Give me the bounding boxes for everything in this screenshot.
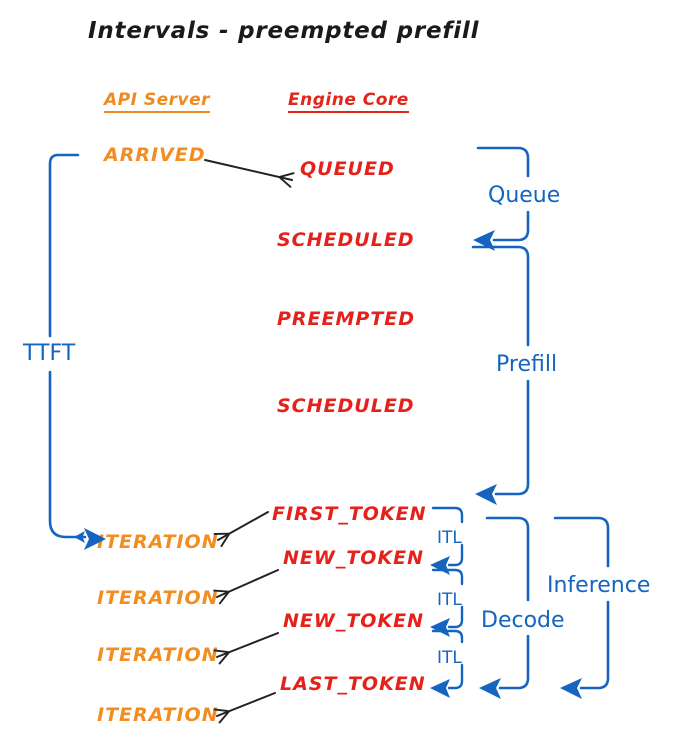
interval-label-decode: Decode	[481, 608, 565, 633]
event-iteration-4: ITERATION	[97, 704, 219, 726]
arrowhead-itl-1	[430, 556, 450, 575]
column-header-engine-core: Engine Core	[288, 92, 409, 113]
interval-label-itl-2: ITL	[437, 590, 462, 610]
event-iteration-1: ITERATION	[97, 531, 219, 553]
interval-label-itl-3: ITL	[437, 648, 462, 668]
arrow-last-token-to-iteration-3	[217, 692, 276, 716]
arrow-arrived-to-queued	[204, 159, 292, 180]
arrowhead-itl-2	[430, 618, 450, 637]
event-scheduled-2: SCHEDULED	[277, 395, 415, 417]
interval-label-ttft: TTFT	[23, 341, 76, 366]
interval-label-itl-1: ITL	[437, 528, 462, 548]
event-new-token-2: NEW_TOKEN	[283, 610, 425, 632]
event-first-token: FIRST_TOKEN	[272, 503, 427, 525]
arrow-new-token-to-iteration-1	[217, 569, 279, 597]
arrowhead-prefill	[475, 484, 497, 505]
interval-label-queue: Queue	[488, 183, 561, 208]
arrow-first-token-to-iteration	[218, 511, 269, 540]
interval-label-prefill: Prefill	[496, 352, 558, 377]
arrowhead-itl-3	[430, 679, 450, 698]
page-title: Intervals - preempted prefill	[88, 18, 480, 44]
arrow-new-token-to-iteration-2	[217, 632, 279, 657]
arrowhead-inference	[560, 678, 582, 699]
interval-label-inference: Inference	[547, 573, 651, 598]
event-queued: QUEUED	[300, 158, 395, 180]
event-scheduled-1: SCHEDULED	[277, 229, 415, 251]
event-preempted: PREEMPTED	[277, 308, 416, 330]
event-new-token-1: NEW_TOKEN	[283, 547, 425, 569]
arrowhead-decode	[479, 678, 501, 699]
event-last-token: LAST_TOKEN	[280, 673, 426, 695]
column-header-api-server: API Server	[104, 92, 211, 113]
event-iteration-3: ITERATION	[97, 644, 219, 666]
arrowhead-queue	[473, 230, 495, 251]
bracket-inference	[553, 516, 610, 690]
event-iteration-2: ITERATION	[97, 587, 219, 609]
bracket-decode	[485, 516, 530, 690]
event-arrived: ARRIVED	[104, 144, 206, 166]
